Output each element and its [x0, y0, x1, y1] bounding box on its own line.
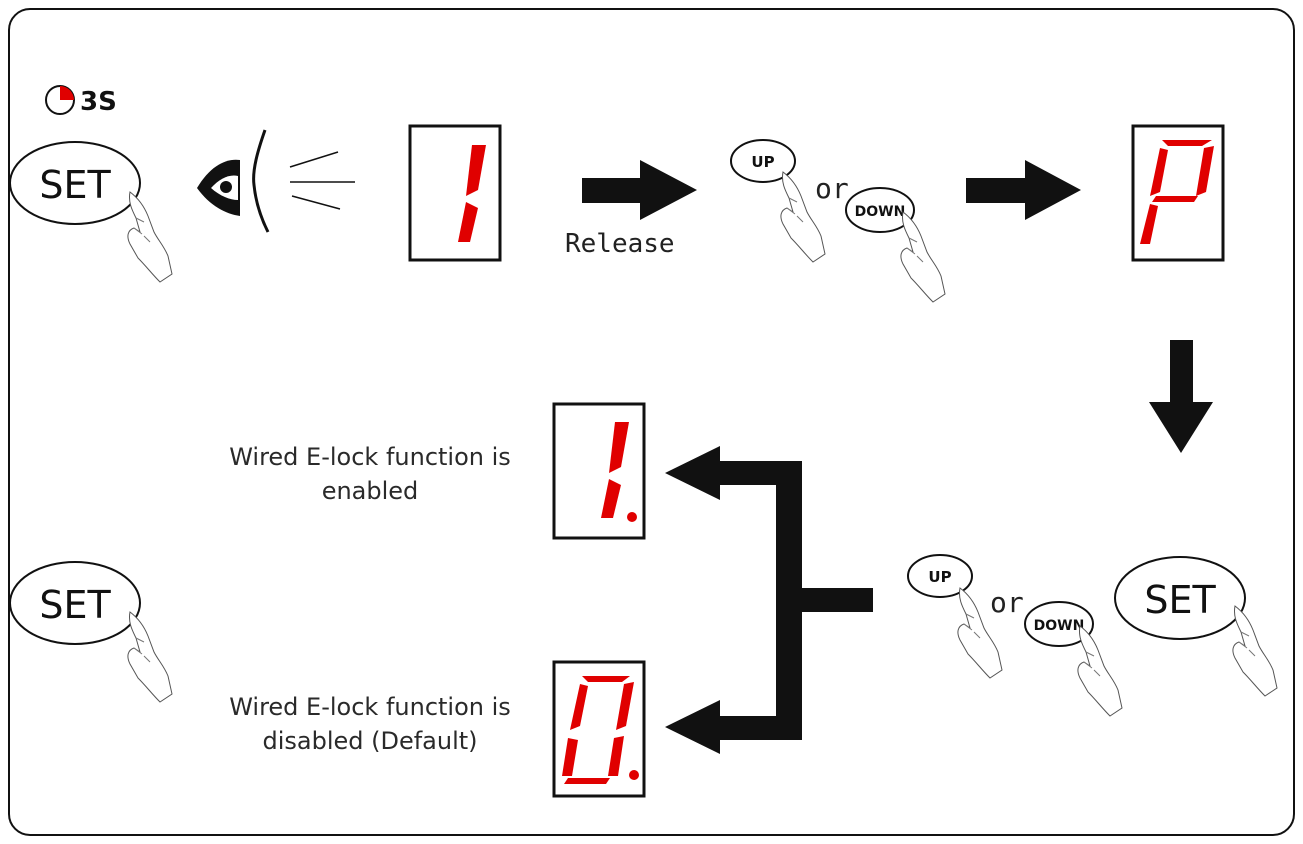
- up-button-label: UP: [928, 568, 951, 586]
- pressing-hand-icon: [1077, 625, 1123, 717]
- down-button-step2[interactable]: DOWN: [845, 187, 915, 233]
- set-button-label: SET: [39, 163, 111, 207]
- pressing-hand-icon: [127, 191, 173, 283]
- eye-icon: [197, 129, 355, 233]
- option-disabled-caption: Wired E-lock function is disabled (Defau…: [195, 690, 545, 758]
- timer-label: 3S: [80, 87, 117, 117]
- caption-line: disabled (Default): [262, 727, 478, 755]
- or-text-1: or: [815, 172, 849, 205]
- down-button-label: DOWN: [1034, 618, 1085, 634]
- pressing-hand-icon: [900, 211, 946, 303]
- display-digit-0-dot: [552, 660, 646, 798]
- caption-line: enabled: [321, 477, 419, 505]
- down-button-step3[interactable]: DOWN: [1024, 601, 1094, 647]
- pressing-hand-icon: [1232, 605, 1278, 697]
- branch-arrow: [665, 446, 873, 754]
- timer-quarter-icon: [45, 85, 75, 115]
- pressing-hand-icon: [127, 611, 173, 703]
- display-digit-1: [408, 124, 502, 262]
- down-arrow: [1149, 340, 1213, 453]
- caption-line: Wired E-lock function is: [229, 443, 511, 471]
- option-enabled-caption: Wired E-lock function is enabled: [195, 440, 545, 508]
- release-label: Release: [565, 229, 675, 259]
- right-arrow-2: [966, 160, 1081, 220]
- set-button-step1[interactable]: SET: [9, 141, 141, 225]
- up-button-label: UP: [751, 153, 774, 171]
- up-button-step2[interactable]: UP: [730, 139, 796, 183]
- set-button-confirm[interactable]: SET: [9, 561, 141, 645]
- display-digit-1-dot: [552, 402, 646, 540]
- or-text-2: or: [990, 586, 1024, 619]
- right-arrow-1: [582, 160, 697, 220]
- set-button-label: SET: [1144, 578, 1216, 622]
- diagram-frame: [8, 8, 1295, 836]
- down-button-label: DOWN: [855, 204, 906, 220]
- caption-line: Wired E-lock function is: [229, 693, 511, 721]
- set-button-label: SET: [39, 583, 111, 627]
- up-button-step3[interactable]: UP: [907, 554, 973, 598]
- set-button-step3[interactable]: SET: [1114, 556, 1246, 640]
- display-digit-p: [1131, 124, 1225, 262]
